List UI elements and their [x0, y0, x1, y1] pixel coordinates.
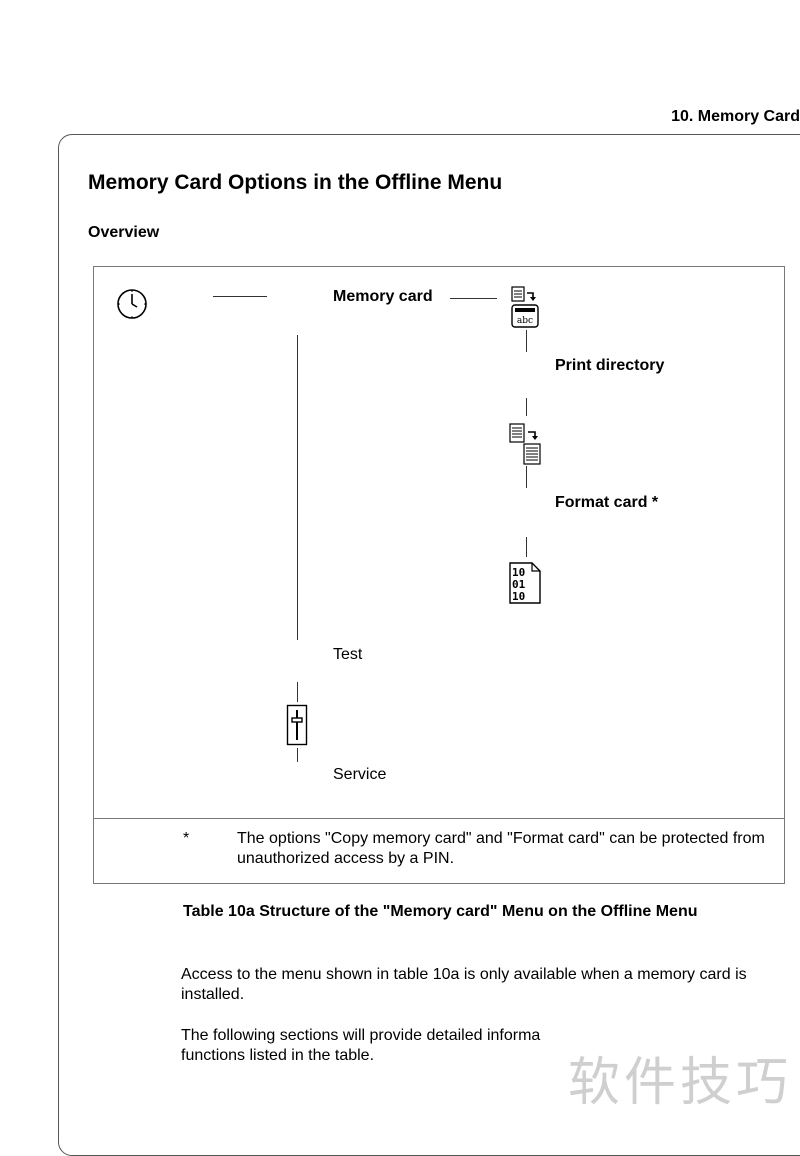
tree-trunk-line: [297, 335, 298, 640]
svg-text:01: 01: [512, 578, 526, 591]
svg-text:abc: abc: [517, 316, 533, 326]
menu-item-service: Service: [333, 766, 387, 783]
menu-item-print-directory: Print directory: [555, 357, 665, 374]
clock-icon: [117, 289, 147, 319]
connector-line: [450, 298, 497, 299]
paragraph-following: The following sections will provide deta…: [181, 1027, 544, 1064]
svg-text:10: 10: [512, 590, 525, 603]
menu-item-format-card: Format card *: [555, 494, 659, 511]
footnote-mark: *: [183, 830, 190, 847]
connector-line: [526, 330, 527, 352]
table-divider: [93, 818, 784, 819]
menu-root-label: Memory card: [333, 288, 433, 305]
menu-item-test: Test: [333, 646, 363, 663]
svg-text:10: 10: [512, 566, 525, 579]
section-subheading: Overview: [88, 224, 160, 241]
copy-card-icon: [509, 423, 541, 465]
connector-line: [297, 682, 298, 702]
print-directory-icon: abc: [511, 286, 539, 328]
watermark: 软件技巧: [568, 1054, 793, 1112]
connector-line: [526, 537, 527, 557]
paragraph-access: Access to the menu shown in table 10a is…: [181, 966, 747, 1003]
section-heading: Memory Card Options in the Offline Menu: [88, 171, 503, 194]
connector-line: [297, 748, 298, 762]
table-caption: Table 10a Structure of the "Memory card"…: [183, 903, 698, 920]
chapter-title: 10. Memory Card: [671, 108, 800, 125]
service-switch-icon: [286, 704, 308, 746]
menu-structure-table: [93, 266, 785, 884]
connector-line: [526, 466, 527, 488]
connector-line: [526, 398, 527, 416]
format-card-icon: 10 01 10: [509, 562, 541, 604]
footnote-text: The options "Copy memory card" and "Form…: [237, 830, 765, 867]
connector-line: [213, 296, 267, 297]
